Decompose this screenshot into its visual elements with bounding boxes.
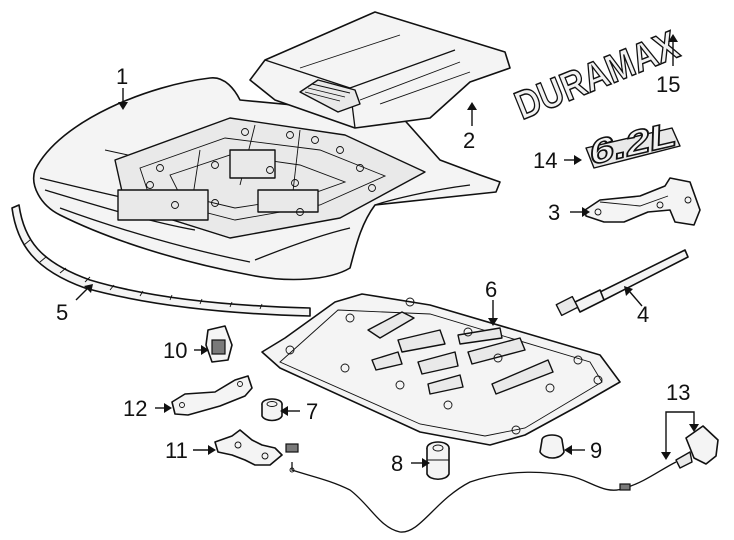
callout-13: 13 <box>666 380 690 405</box>
liter-emblem: 6.2L <box>585 114 681 174</box>
callout-1: 1 <box>116 64 128 89</box>
bumper-9 <box>539 434 565 459</box>
callout-4: 4 <box>637 302 649 327</box>
bumper-8 <box>426 441 450 481</box>
bracket-12 <box>171 375 253 416</box>
callout-12: 12 <box>123 396 147 421</box>
bumper-7 <box>261 398 283 422</box>
lift-support-strut <box>555 249 689 317</box>
hood-panel <box>33 77 501 281</box>
callout-3: 3 <box>548 200 560 225</box>
callout-14: 14 <box>533 148 557 173</box>
leader-lines <box>75 34 699 468</box>
hood-latch-11 <box>214 429 299 466</box>
callout-5: 5 <box>56 300 68 325</box>
hood-insulator <box>261 293 621 446</box>
liter-emblem-text: 6.2L <box>590 115 677 173</box>
callout-11: 11 <box>165 438 188 463</box>
hood-scoop <box>249 11 511 129</box>
callout-8: 8 <box>391 451 403 476</box>
callout-15: 15 <box>656 72 680 97</box>
callout-numbers: 1 2 3 4 5 6 7 8 9 10 11 12 13 14 15 <box>56 64 690 476</box>
bumper-10 <box>205 325 233 363</box>
callout-7: 7 <box>306 399 318 424</box>
hood-hinge <box>584 177 701 226</box>
callout-2: 2 <box>463 128 475 153</box>
release-cable-13 <box>289 425 719 533</box>
callout-9: 9 <box>590 438 602 463</box>
callout-10: 10 <box>163 338 187 363</box>
callout-6: 6 <box>485 277 497 302</box>
